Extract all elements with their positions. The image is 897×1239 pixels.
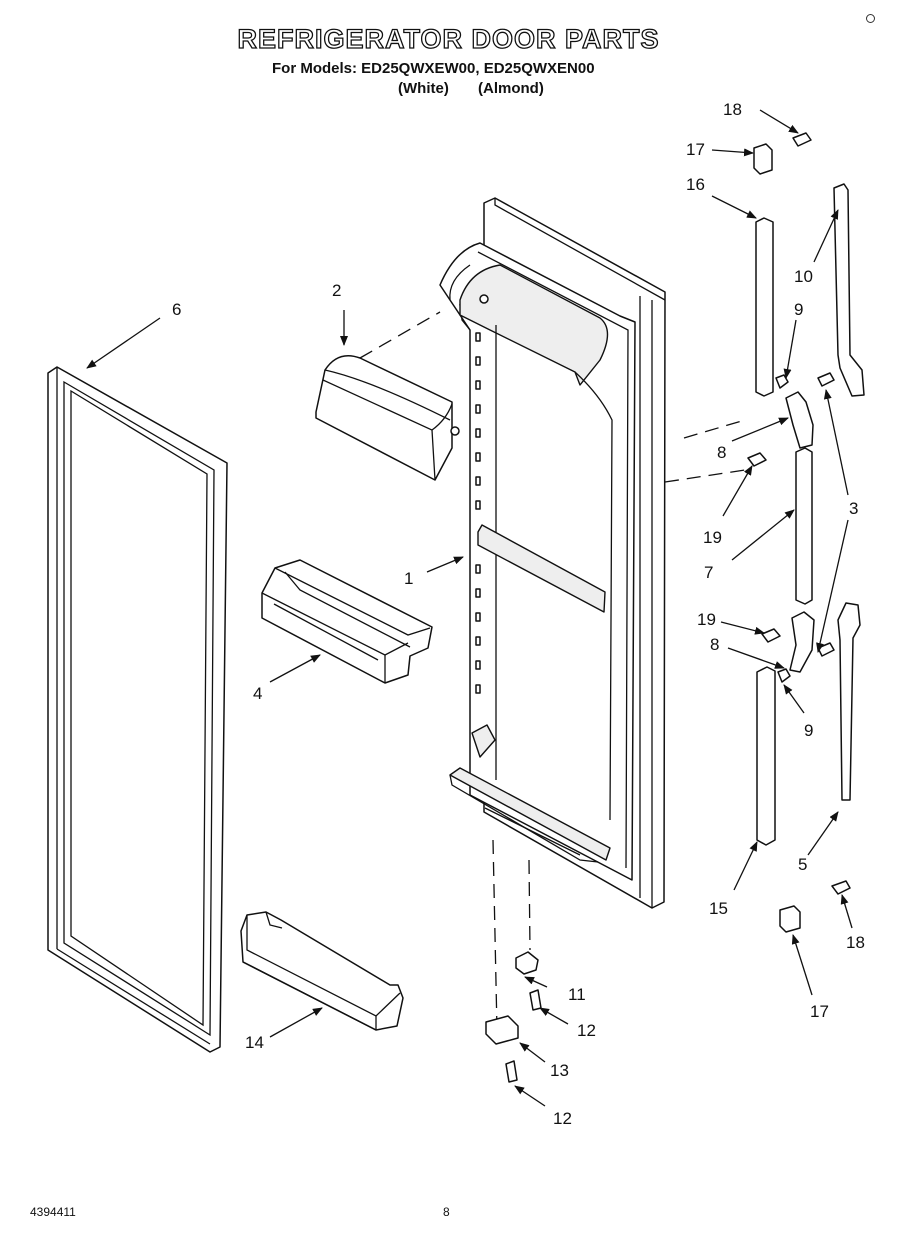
callout-15: 15	[709, 899, 728, 918]
callout-labels: 1 2 3 4 5 6 7 8 8 9 9 10 11 12 12 13 14 …	[172, 100, 865, 1128]
clip-lower-part-9	[777, 668, 791, 683]
callout-5: 5	[798, 855, 807, 874]
assembly-line-stop	[528, 859, 531, 951]
callout-19a: 19	[703, 528, 722, 547]
assembly-line-trim	[664, 469, 746, 483]
handle-insert-upper-part-10	[833, 183, 865, 397]
leader-arrows	[86, 109, 853, 1107]
handle-insert-lower-part-5	[837, 602, 861, 801]
lower-bin-part-14	[240, 911, 404, 1031]
callout-4: 4	[253, 684, 262, 703]
screw-lower-part-19	[761, 628, 781, 643]
screw-lower-part-18	[831, 880, 851, 895]
screw-lower-part-12	[505, 1060, 518, 1083]
callout-11: 11	[568, 985, 586, 1004]
assembly-line-dairy	[359, 311, 441, 359]
document-number: 4394411	[30, 1205, 76, 1219]
shelf-support-holes	[475, 332, 481, 694]
handle-mount-lower-part-17	[779, 905, 801, 933]
assembly-line-upper-hinge	[683, 419, 746, 439]
callout-12a: 12	[577, 1021, 596, 1040]
door-stop-part-11	[515, 951, 539, 975]
screw-lower-part-3	[817, 642, 835, 657]
color-white-label: (White)	[398, 80, 449, 97]
callout-16: 16	[686, 175, 705, 194]
screw-upper-part-12	[529, 989, 542, 1011]
door-bin-part-4	[261, 559, 433, 684]
callout-17b: 17	[810, 1002, 829, 1021]
screw-upper-part-3	[817, 372, 835, 387]
dairy-door-part-2	[315, 355, 460, 481]
callout-17a: 17	[686, 140, 705, 159]
handle-center-part-7	[795, 447, 813, 605]
color-almond-label: (Almond)	[478, 80, 544, 97]
models-line: For Models: ED25QWXEW00, ED25QWXEN00	[272, 60, 595, 77]
handle-trim-upper-part-16	[755, 217, 774, 397]
callout-13: 13	[550, 1061, 569, 1080]
callout-2: 2	[332, 281, 341, 300]
callout-8a: 8	[717, 443, 726, 462]
page-number: 8	[443, 1205, 450, 1219]
diagram-title: REFRIGERATOR DOOR PARTS	[237, 23, 660, 54]
hinge-bushing-part-13	[485, 1015, 519, 1045]
callout-9b: 9	[804, 721, 813, 740]
callout-12b: 12	[553, 1109, 572, 1128]
callout-3: 3	[849, 499, 858, 518]
handle-endcap-lower-part-8	[789, 611, 815, 673]
callout-14: 14	[245, 1033, 264, 1052]
callout-7: 7	[704, 563, 713, 582]
assembly-line-lower-hinge	[492, 839, 498, 1031]
callout-8b: 8	[710, 635, 719, 654]
screw-upper-part-19	[747, 452, 767, 467]
callout-19b: 19	[697, 610, 716, 629]
callout-10: 10	[794, 267, 813, 286]
callout-1: 1	[404, 569, 413, 588]
handle-mount-upper-part-17	[753, 143, 773, 175]
door-liner-part-1	[439, 197, 666, 909]
handle-endcap-upper-part-8	[785, 391, 814, 449]
callout-6: 6	[172, 300, 181, 319]
callout-18a: 18	[723, 100, 742, 119]
callout-9a: 9	[794, 300, 803, 319]
corner-mark	[866, 14, 875, 23]
door-gasket-part-6	[47, 366, 228, 1053]
callout-18b: 18	[846, 933, 865, 952]
screw-upper-part-18	[792, 132, 812, 147]
handle-trim-lower-part-15	[756, 666, 776, 846]
